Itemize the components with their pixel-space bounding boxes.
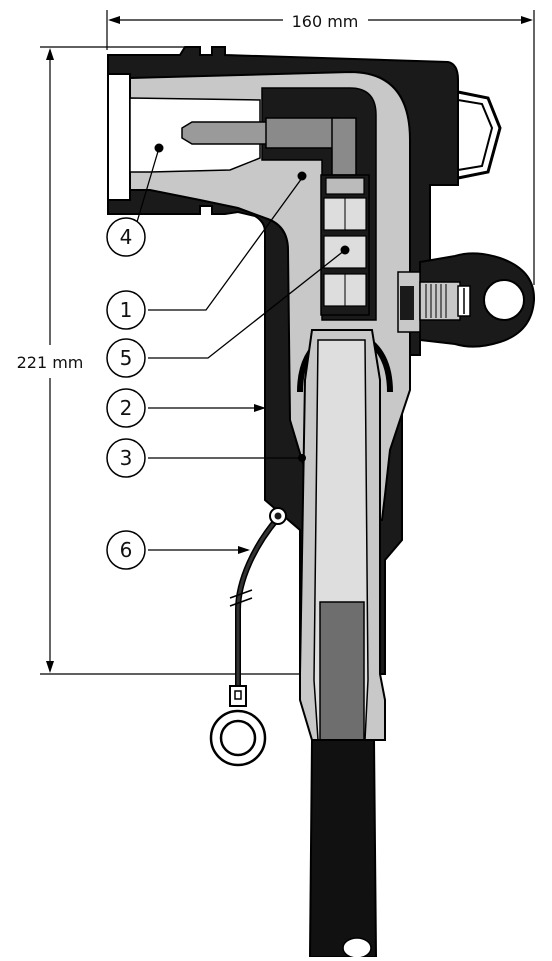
width-dimension: 160 mm bbox=[106, 10, 535, 285]
callout-2: 2 bbox=[106, 388, 146, 428]
callout-3: 3 bbox=[106, 438, 146, 478]
ground-point bbox=[269, 507, 287, 525]
callout-6: 6 bbox=[106, 530, 146, 570]
contact-stud bbox=[181, 117, 357, 176]
width-label: 160 mm bbox=[292, 12, 359, 31]
cable-jacket bbox=[308, 739, 378, 959]
leader-points bbox=[154, 143, 350, 554]
ground-lug-ring bbox=[209, 709, 267, 767]
insulating-cap bbox=[107, 73, 131, 201]
leader-lines bbox=[136, 147, 346, 551]
callout-2-label: 2 bbox=[120, 396, 133, 420]
height-label: 221 mm bbox=[17, 353, 84, 372]
callout-1: 1 bbox=[106, 290, 146, 330]
lifting-bracket bbox=[457, 90, 502, 180]
height-dimension: 221 mm bbox=[17, 46, 300, 675]
callout-6-label: 6 bbox=[120, 538, 133, 562]
compression-lug bbox=[320, 174, 370, 316]
callout-4-label: 4 bbox=[120, 225, 133, 249]
callout-4: 4 bbox=[106, 217, 146, 257]
operating-eye bbox=[397, 252, 536, 348]
callout-1-label: 1 bbox=[120, 298, 133, 322]
ground-wire bbox=[229, 516, 281, 707]
callout-3-label: 3 bbox=[120, 446, 133, 470]
callout-5-label: 5 bbox=[120, 346, 133, 370]
callout-5: 5 bbox=[106, 338, 146, 378]
cable-insulation bbox=[297, 329, 393, 741]
